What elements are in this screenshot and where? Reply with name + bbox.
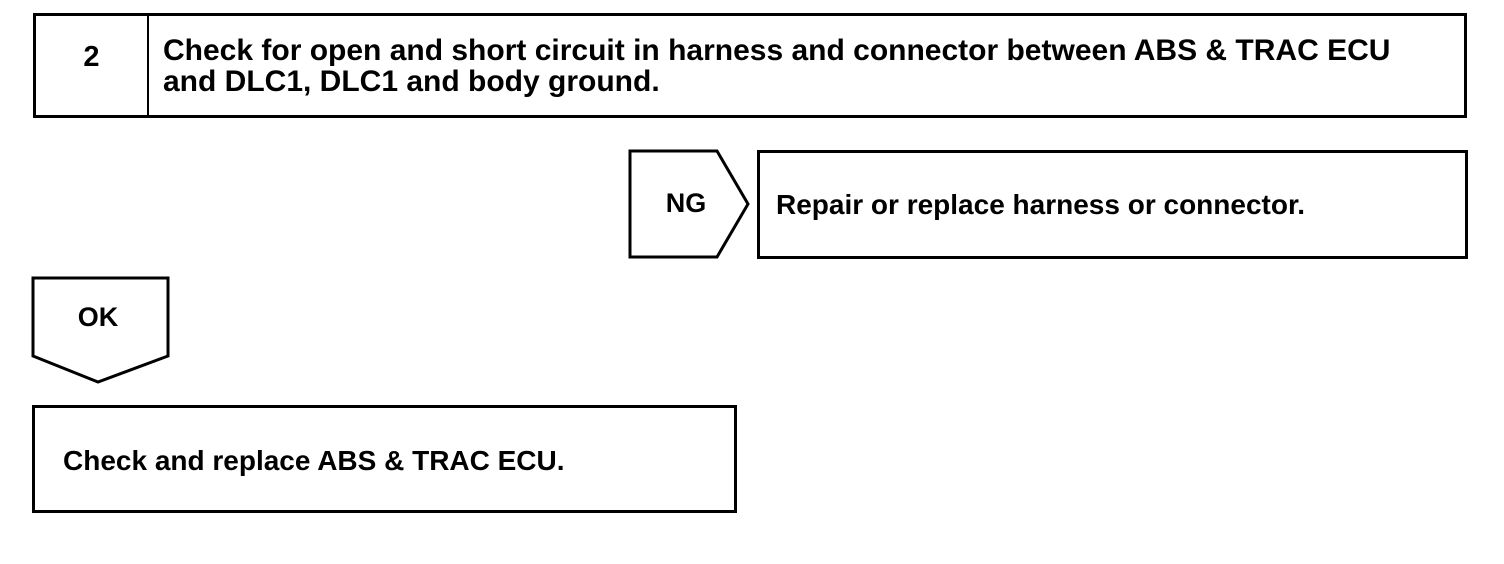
ok-label: OK: [77, 302, 119, 332]
step-number: 2: [36, 16, 149, 115]
ng-action-text: Repair or replace harness or connector.: [776, 188, 1306, 220]
ng-arrow-tag: [628, 149, 750, 259]
ng-action-box: Repair or replace harness or connector.: [757, 150, 1468, 259]
step-box: 2 Check for open and short circuit in ha…: [33, 13, 1467, 118]
ok-action-box: Check and replace ABS & TRAC ECU.: [32, 405, 737, 513]
ng-label: NG: [665, 188, 707, 218]
ok-action-text: Check and replace ABS & TRAC ECU.: [63, 445, 565, 476]
ok-arrow-tag: [31, 276, 170, 384]
step-instruction: Check for open and short circuit in harn…: [163, 34, 1391, 98]
